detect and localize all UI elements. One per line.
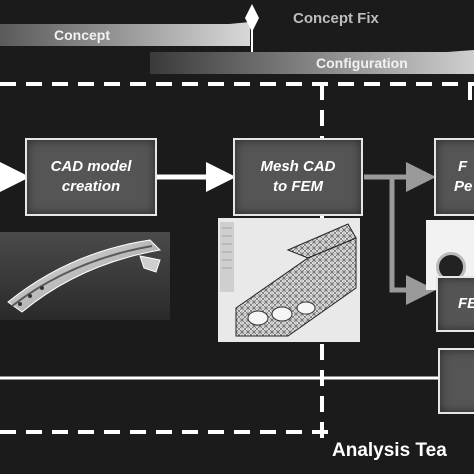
concept-phase-fill (0, 24, 250, 46)
right-box-top-line2: Pe (454, 178, 473, 195)
arrow-mesh-branch-down (389, 177, 436, 305)
curved-beam-cad-image (0, 232, 170, 320)
right-box-mid-line1: FE (458, 295, 474, 312)
right-box-top: F Pe (434, 138, 474, 216)
analysis-team-label: Analysis Tea (332, 440, 447, 461)
right-box-mid: FE (436, 276, 474, 332)
mesh-box-line1: Mesh CAD (260, 158, 336, 175)
configuration-phase-fill (150, 52, 474, 74)
right-box-top-line1: F (458, 158, 468, 175)
cad-box-line1: CAD model (50, 158, 132, 175)
mesh-cad-to-fem-box: Mesh CAD to FEM (233, 138, 363, 216)
concept-label: Concept (54, 27, 110, 43)
cad-model-creation-box: CAD model creation (25, 138, 157, 216)
diamond-marker-icon (245, 4, 259, 32)
cad-box-line2: creation (61, 178, 121, 195)
configuration-label: Configuration (316, 55, 408, 71)
right-box-bottom (438, 348, 474, 414)
mesh-fem-image (218, 218, 360, 342)
mesh-box-line2: to FEM (273, 178, 323, 195)
concept-fix-label: Concept Fix (293, 10, 379, 27)
